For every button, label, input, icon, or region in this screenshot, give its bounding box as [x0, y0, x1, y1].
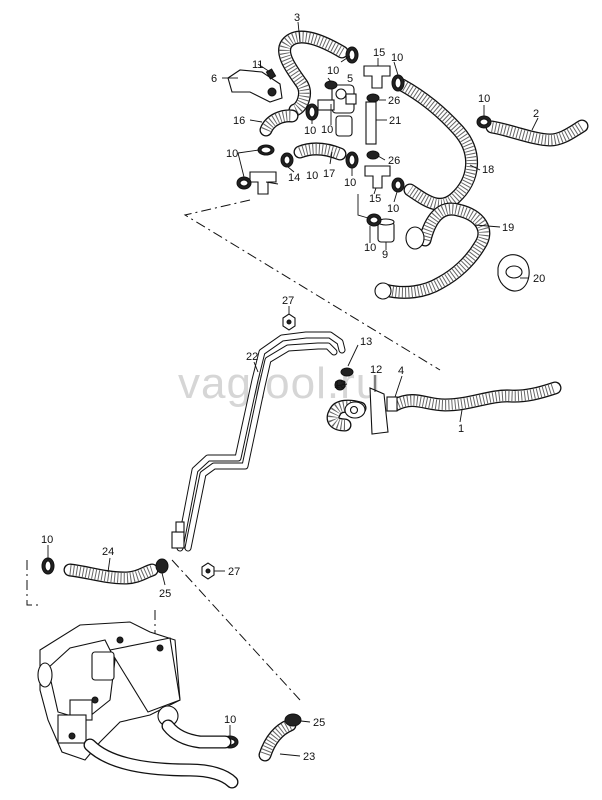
pipe-22[interactable] — [176, 331, 346, 552]
callout-25-upper: 25 — [159, 588, 171, 600]
callout-10-hose-2: 10 — [478, 93, 490, 105]
callout-10-block: 10 — [304, 125, 316, 137]
callout-13-lower: 13 — [334, 379, 346, 391]
callout-10-mid: 10 — [344, 177, 356, 189]
t-piece-14[interactable] — [249, 171, 277, 195]
callout-2: 2 — [533, 108, 539, 120]
callout-26-lower: 26 — [388, 155, 400, 167]
clamp-26-a — [366, 93, 380, 103]
callout-12: 12 — [370, 364, 382, 376]
pipe-22-rear-end — [171, 521, 185, 549]
callout-10-lower-right: 10 — [387, 203, 399, 215]
clamp-26-b — [366, 150, 380, 160]
seal-20[interactable] — [497, 254, 530, 292]
hose-23[interactable] — [258, 718, 297, 762]
clamp-5 — [324, 80, 338, 90]
callout-10-block-b: 10 — [321, 124, 333, 136]
callout-10-upper-right: 10 — [391, 52, 403, 64]
hose-19[interactable] — [378, 202, 491, 299]
clamp-10-i — [391, 177, 405, 193]
clamp-10-g — [236, 176, 252, 190]
callout-23: 23 — [303, 751, 315, 763]
clamp-10-b — [391, 74, 405, 92]
callout-17: 17 — [323, 168, 335, 180]
hose-1[interactable] — [388, 381, 562, 412]
callout-16: 16 — [233, 115, 245, 127]
flange-12[interactable] — [344, 387, 398, 435]
callout-10-bottom: 10 — [224, 714, 236, 726]
callout-6: 6 — [211, 73, 217, 85]
clamp-10-j — [366, 213, 382, 227]
hose-18-end — [374, 226, 425, 300]
callout-1: 1 — [458, 423, 464, 435]
callout-14: 14 — [288, 172, 300, 184]
t-piece-15-lower[interactable] — [364, 165, 391, 189]
callout-13-upper: 13 — [360, 336, 372, 348]
callout-27-upper: 27 — [282, 295, 294, 307]
hose-2[interactable] — [485, 119, 589, 147]
clamp-10-f — [280, 152, 294, 168]
hose-17[interactable] — [293, 142, 347, 161]
clamp-10-e — [257, 144, 275, 156]
nut-27-b — [201, 562, 215, 580]
callout-15-lower: 15 — [369, 193, 381, 205]
callout-10-heater: 10 — [41, 534, 53, 546]
callout-21: 21 — [389, 115, 401, 127]
callout-19: 19 — [502, 222, 514, 234]
callout-labels: 3 15 10 10 5 11 6 10 2 16 10 10 26 21 10… — [41, 12, 545, 763]
clamp-10-a — [345, 46, 359, 64]
callout-25-lower: 25 — [313, 717, 325, 729]
nut-27-a — [282, 313, 296, 331]
hose-24[interactable] — [63, 563, 159, 585]
callout-10-left: 10 — [226, 148, 238, 160]
callout-4: 4 — [398, 365, 404, 377]
clamp-10-c — [476, 115, 492, 129]
callout-26-upper: 26 — [388, 95, 400, 107]
callout-11: 11 — [252, 59, 263, 71]
callout-3: 3 — [294, 12, 300, 24]
auxiliary-heater-unit[interactable] — [37, 621, 239, 789]
callout-5: 5 — [347, 73, 353, 85]
hose-3[interactable] — [278, 30, 349, 117]
bracket-6[interactable] — [227, 69, 283, 103]
callout-27-lower: 27 — [228, 566, 240, 578]
callout-22: 22 — [246, 351, 258, 363]
callout-10-t14: 10 — [306, 170, 318, 182]
callout-20: 20 — [533, 273, 545, 285]
hose-21[interactable] — [365, 101, 377, 145]
clamp-10-k — [41, 557, 55, 575]
callout-10-plug: 10 — [364, 242, 376, 254]
hose-18[interactable] — [395, 78, 478, 211]
callout-15-upper: 15 — [373, 47, 385, 59]
callout-9: 9 — [382, 249, 388, 261]
connector-block[interactable] — [317, 84, 357, 137]
clamp-25-b — [284, 713, 302, 727]
t-piece-15-upper[interactable] — [363, 65, 391, 89]
hose-16[interactable] — [259, 109, 299, 137]
clamp-10-h — [345, 151, 359, 169]
leader-lines — [47, 21, 539, 757]
clamp-10-d — [305, 103, 319, 121]
clamp-25-a — [155, 558, 169, 574]
callout-18: 18 — [482, 164, 494, 176]
callout-10-upper-mid: 10 — [327, 65, 339, 77]
callout-24: 24 — [102, 546, 114, 558]
clamp-13-a — [340, 367, 354, 377]
